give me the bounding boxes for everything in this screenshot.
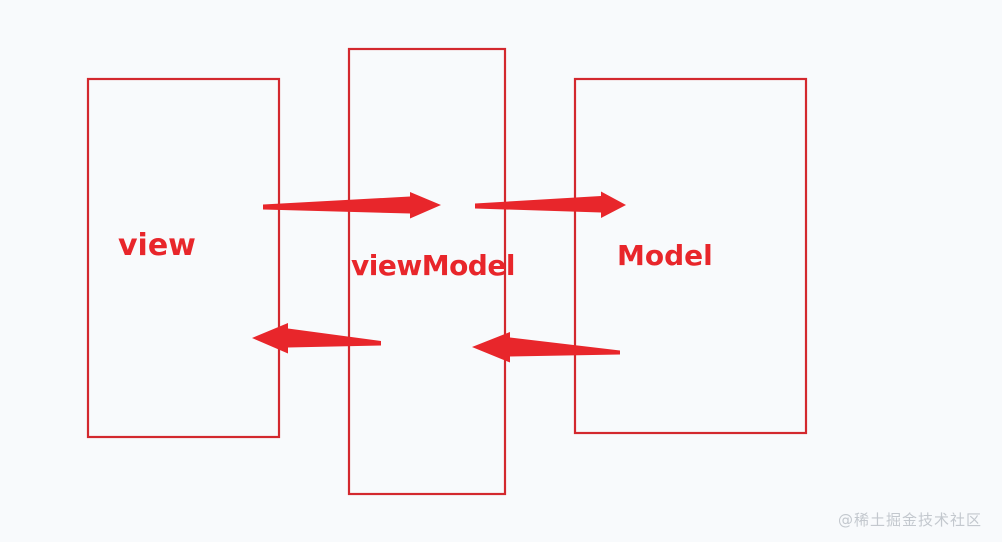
box-label-viewmodel: viewModel [351,249,515,282]
arrow-model-to-viewmodel [472,332,620,363]
box-viewmodel [347,47,507,496]
box-view [86,77,281,439]
box-label-view: view [118,228,196,263]
arrow-viewmodel-to-model [475,191,626,218]
box-label-model: Model [617,239,713,272]
watermark: @稀土掘金技术社区 [837,511,982,529]
arrow-viewmodel-to-view [252,323,381,354]
arrow-view-to-viewmodel [263,192,441,219]
box-model [573,77,808,435]
